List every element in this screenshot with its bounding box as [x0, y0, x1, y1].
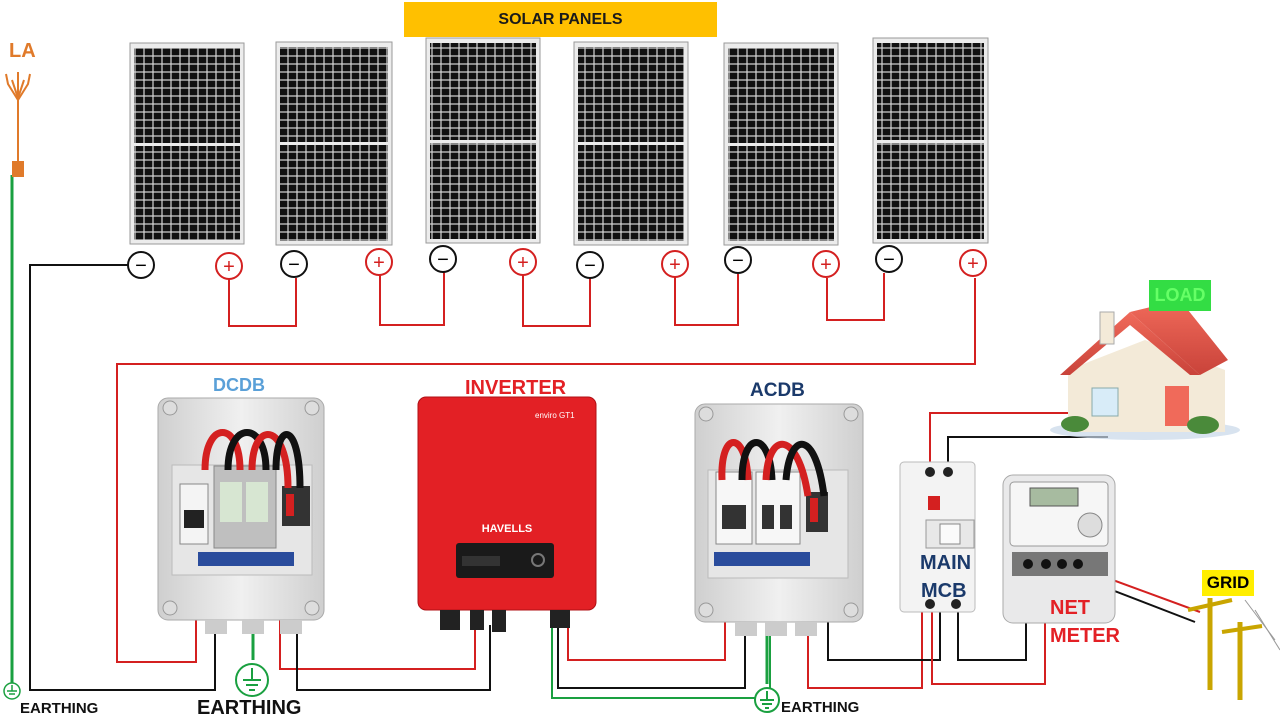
svg-text:−: −	[883, 249, 895, 271]
main-mcb-device	[899, 461, 976, 613]
net-meter-label-line2: METER	[1050, 625, 1120, 647]
earth-wiring	[10, 175, 769, 684]
dcdb-label: DCDB	[213, 375, 265, 395]
main-mcb-label-line2: MCB	[921, 580, 967, 602]
earth-icon-left	[3, 682, 21, 700]
earthing-label-center: EARTHING	[197, 697, 302, 719]
inverter-brand: HAVELLS	[482, 523, 533, 535]
svg-text:−: −	[288, 254, 300, 276]
svg-text:−: −	[135, 255, 147, 277]
negative-terminal-3: −	[429, 245, 457, 273]
lightning-arrester-icon	[5, 72, 31, 177]
solar-panel-6	[872, 37, 989, 244]
svg-text:+: +	[967, 253, 979, 275]
earthing-label-right: EARTHING	[781, 699, 860, 716]
dcdb-box	[157, 397, 325, 634]
main-mcb-label-line1: MAIN	[920, 552, 972, 574]
earth-icon-center	[235, 663, 269, 697]
house-icon	[1050, 300, 1240, 440]
load-label: LOAD	[1149, 280, 1211, 311]
solar-panel-3	[425, 37, 541, 244]
solar-panel-2	[275, 41, 393, 246]
positive-terminal-1: +	[215, 252, 243, 280]
svg-text:+: +	[373, 252, 385, 274]
grid-poles-icon	[1187, 598, 1280, 700]
inverter-display	[456, 543, 554, 578]
acdb-box	[694, 403, 864, 636]
earth-icon-right	[754, 687, 780, 713]
panel-array	[129, 37, 989, 246]
panel-terminals: − + − + − + − + − + − +	[127, 245, 987, 280]
negative-terminal-1: −	[127, 251, 155, 279]
svg-text:+: +	[669, 254, 681, 276]
solar-panel-4	[573, 41, 689, 246]
positive-terminal-3: +	[509, 248, 537, 276]
inverter-unit: enviro GT1 HAVELLS	[417, 396, 597, 632]
inverter-label: INVERTER	[465, 377, 567, 399]
solar-panels-title: SOLAR PANELS	[404, 2, 717, 37]
svg-text:+: +	[223, 256, 235, 278]
svg-text:+: +	[517, 252, 529, 274]
la-label: LA	[9, 40, 36, 62]
solar-panel-5	[723, 42, 839, 246]
grid-label: GRID	[1202, 570, 1254, 596]
svg-text:−: −	[437, 249, 449, 271]
positive-terminal-4: +	[661, 250, 689, 278]
inverter-model: enviro GT1	[535, 411, 575, 420]
solar-panel-1	[129, 42, 245, 245]
positive-terminal-5: +	[812, 250, 840, 278]
negative-terminal-5: −	[724, 246, 752, 274]
earthing-label-left: EARTHING	[20, 700, 99, 717]
net-meter-label-line1: NET	[1050, 597, 1090, 619]
negative-terminal-6: −	[875, 245, 903, 273]
net-meter-device	[1002, 474, 1116, 624]
negative-terminal-4: −	[576, 251, 604, 279]
svg-text:−: −	[732, 250, 744, 272]
svg-text:+: +	[820, 254, 832, 276]
string-wiring	[29, 264, 976, 691]
positive-terminal-2: +	[365, 248, 393, 276]
svg-text:−: −	[584, 255, 596, 277]
negative-terminal-2: −	[280, 250, 308, 278]
positive-terminal-6: +	[959, 249, 987, 277]
acdb-label: ACDB	[750, 380, 805, 401]
